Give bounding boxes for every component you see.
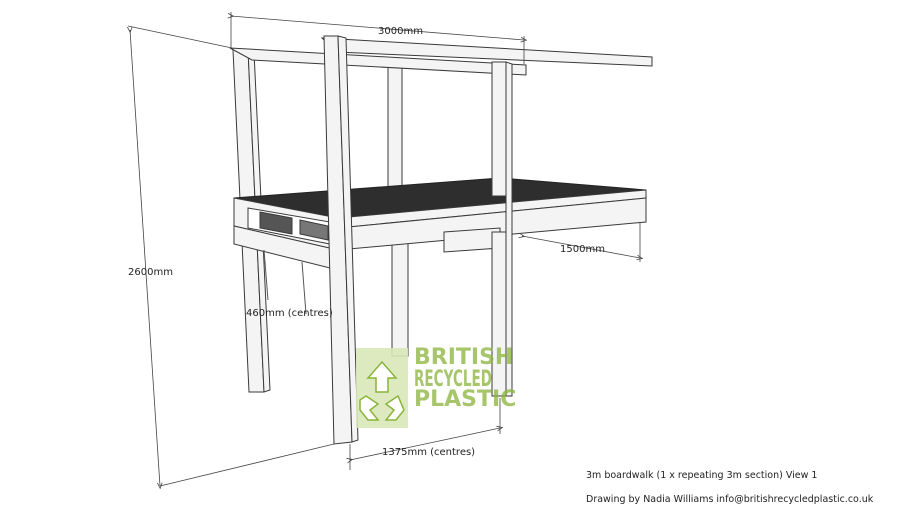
dimension-side-spacing-label: 460mm (centres)	[246, 308, 333, 319]
top-rail-side	[229, 47, 527, 76]
dimension-width-label: 3000mm	[378, 26, 423, 37]
drawing-author: Drawing by Nadia Williams info@britishre…	[586, 494, 874, 505]
dimension-depth-label: 1500mm	[560, 244, 605, 255]
front-middle-post	[491, 61, 513, 397]
back-middle-post	[387, 57, 409, 357]
dimension-front-spacing-label: 1375mm (centres)	[382, 447, 475, 458]
dimension-lines	[128, 12, 640, 486]
front-frame	[337, 197, 647, 253]
logo-line-3: PLASTIC	[414, 387, 516, 412]
logo-line-2: RECYCLED	[414, 367, 492, 392]
logo-line-1: BRITISH	[414, 345, 513, 370]
drawing-title: 3m boardwalk (1 x repeating 3m section) …	[586, 470, 818, 481]
side-post-markers	[263, 249, 307, 315]
brand-logo: BRITISH RECYCLED PLASTIC	[356, 345, 516, 428]
recycle-arrows-icon	[359, 360, 405, 421]
dimension-height-label: 2600mm	[128, 267, 173, 278]
